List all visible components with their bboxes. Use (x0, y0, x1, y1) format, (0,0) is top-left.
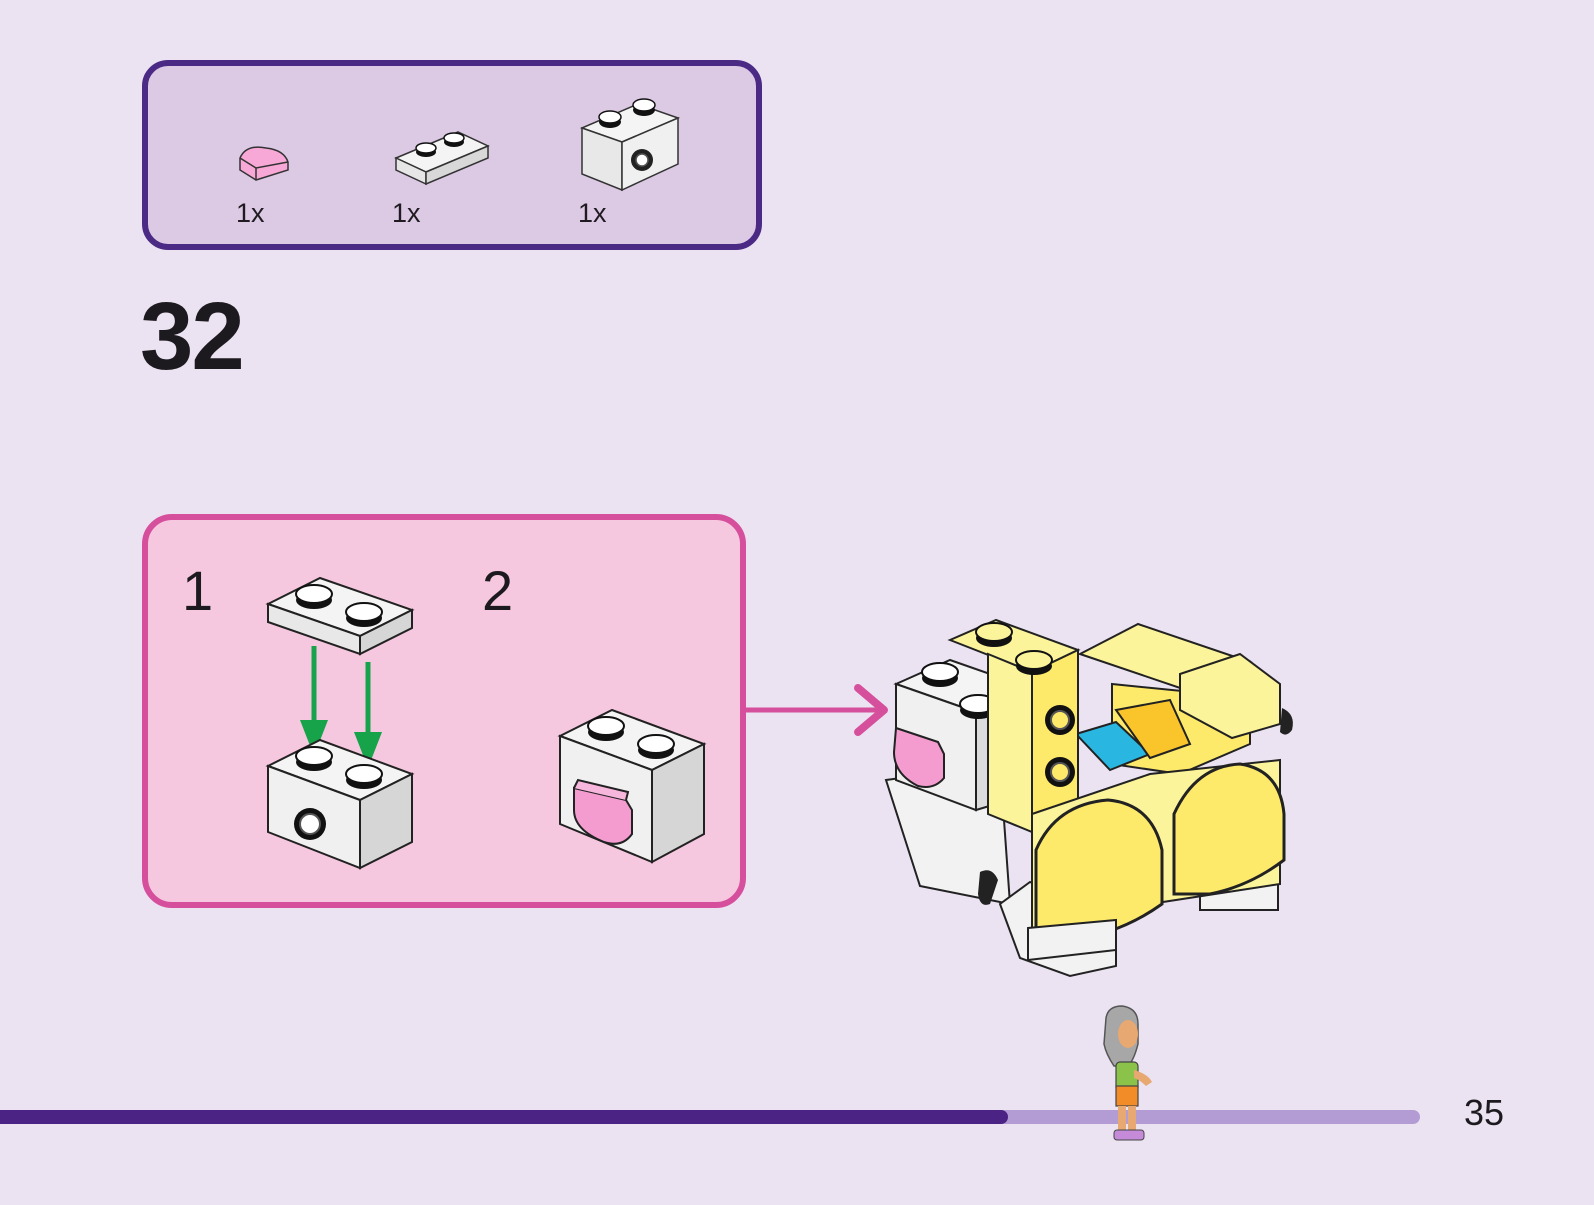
green-down-arrow-icon (300, 646, 328, 756)
substep-label: 1 (182, 559, 214, 622)
green-down-arrow-icon (354, 662, 382, 768)
substep-2-illustration (557, 708, 707, 864)
white-brick-hole-part-icon (579, 98, 681, 192)
substep-1-illustration (265, 576, 415, 870)
part-quantity: 1x (392, 198, 421, 228)
pink-right-arrow-icon (746, 684, 888, 736)
substep-label: 2 (482, 559, 514, 622)
minifigure-icon (1103, 1005, 1152, 1141)
step-number: 32 (140, 283, 245, 390)
part-quantity: 1x (578, 198, 607, 228)
substep-box: 1 2 (142, 514, 746, 908)
parts-list-box: 1x 1x 1x (142, 60, 762, 250)
pink-tile-part-icon (239, 146, 289, 181)
assembled-model-illustration (884, 618, 1293, 978)
part-quantity: 1x (236, 198, 265, 228)
page-number: 35 (1464, 1092, 1505, 1133)
progress-fill (0, 1110, 1009, 1124)
white-plate-part-icon (394, 131, 490, 186)
